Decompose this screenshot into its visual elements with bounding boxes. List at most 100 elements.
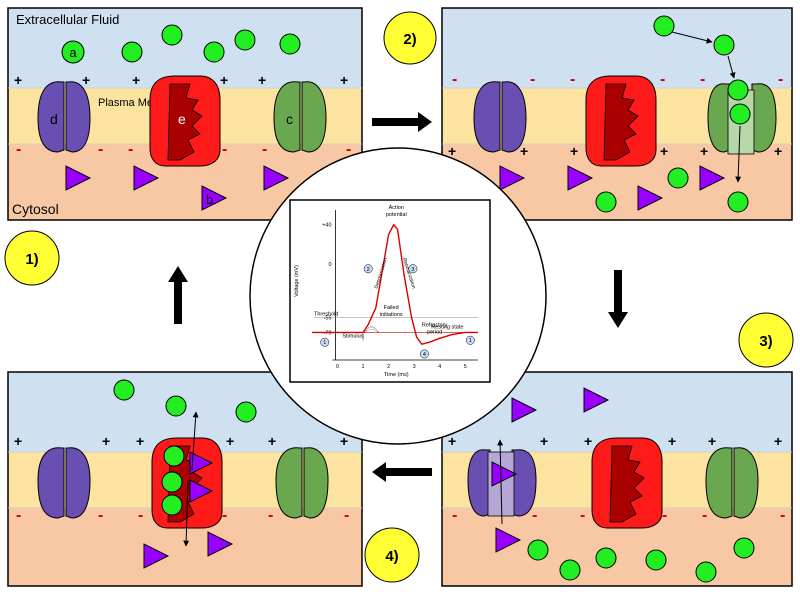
svg-text:-: - [222, 507, 227, 524]
svg-text:-: - [452, 71, 457, 88]
y-tick-label: -55 [324, 316, 332, 322]
action-potential-curve [312, 224, 478, 345]
potassium-label: b [206, 192, 213, 207]
step-badge-1: 1) [4, 230, 60, 286]
threshold-label: Threshold [314, 312, 338, 318]
charge-minus: - [128, 141, 133, 158]
phase-marker-label: 3 [411, 267, 414, 273]
svg-text:+: + [774, 433, 782, 449]
phase-marker-circle [465, 335, 475, 345]
potassium-ion [201, 185, 228, 211]
svg-text:+: + [340, 433, 348, 449]
phase-marker-label: 1 [469, 338, 472, 344]
svg-text:+: + [448, 433, 456, 449]
cytosol-label: Cytosol [12, 201, 59, 217]
svg-text:-: - [570, 71, 575, 88]
svg-text:4): 4) [385, 548, 398, 565]
panel-3: + + + + + + - - - - - - [441, 371, 793, 587]
svg-text:-: - [98, 507, 103, 524]
svg-text:+: + [102, 433, 110, 449]
arrow-down [608, 270, 628, 328]
charge-plus: + [82, 72, 90, 88]
charge-plus: + [340, 72, 348, 88]
x-tick-label: 1 [362, 364, 365, 370]
phase-marker-label: 2 [367, 267, 370, 273]
svg-text:+: + [226, 433, 234, 449]
annotation-resting-state: Resting state [431, 324, 463, 330]
panel-4: + + + + + + - - - - - - [7, 371, 363, 587]
svg-text:-: - [268, 507, 273, 524]
pump-label: e [178, 111, 186, 127]
step-badge-2: 2) [383, 11, 437, 65]
charge-plus: + [14, 72, 22, 88]
x-tick-label: 3 [413, 364, 416, 370]
x-tick-label: 2 [387, 364, 390, 370]
svg-text:-: - [530, 71, 535, 88]
potassium-ion [133, 165, 160, 191]
x-tick-label: 5 [464, 364, 467, 370]
svg-text:+: + [540, 433, 548, 449]
svg-text:+: + [570, 143, 578, 159]
sodium-ion [203, 41, 225, 63]
charge-minus: - [16, 141, 21, 158]
sodium-potassium-pump: e [149, 75, 221, 167]
panel-2: - - - - - - + + + + + + [441, 7, 793, 221]
svg-text:-: - [778, 71, 783, 88]
phase-marker-circle [320, 337, 330, 347]
arrow-up [168, 266, 188, 324]
charge-minus: - [262, 141, 267, 158]
potassium-ion [263, 165, 290, 191]
svg-text:+: + [14, 433, 22, 449]
step-badge-4: 4) [364, 527, 420, 583]
sodium-ion [279, 33, 301, 55]
na-channel-label: c [286, 111, 293, 127]
phase-marker-circle [408, 264, 418, 274]
svg-text:3): 3) [759, 333, 772, 350]
step-badge-3: 3) [738, 312, 794, 368]
sodium-ion [161, 24, 183, 46]
svg-text:-: - [532, 507, 537, 524]
charge-minus: - [98, 141, 103, 158]
potassium-channel: d [37, 81, 91, 153]
phase-marker-circle [363, 264, 373, 274]
sodium-ion [234, 29, 256, 51]
svg-text:2): 2) [403, 31, 416, 48]
failed-initiation-curve [364, 327, 379, 333]
annotation-stimulus: Stimulus [342, 333, 363, 339]
x-tick-label: 0 [336, 364, 339, 370]
svg-text:-: - [452, 507, 457, 524]
charge-plus: + [258, 72, 266, 88]
k-channel-label: d [50, 111, 58, 127]
potassium-ion [65, 165, 92, 191]
y-tick-label: +40 [322, 223, 331, 229]
svg-text:+: + [668, 433, 676, 449]
svg-text:+: + [520, 143, 528, 159]
svg-text:+: + [136, 433, 144, 449]
svg-text:-: - [662, 507, 667, 524]
svg-text:+: + [708, 433, 716, 449]
y-tick-label: 0 [328, 262, 331, 268]
charge-plus: + [132, 72, 140, 88]
svg-text:-: - [580, 507, 585, 524]
svg-text:+: + [448, 143, 456, 159]
sodium-channel: c [273, 81, 327, 153]
svg-text:-: - [780, 507, 785, 524]
phase-marker-circle [419, 349, 429, 359]
svg-text:+: + [268, 433, 276, 449]
svg-text:-: - [700, 71, 705, 88]
phase-marker-label: 1 [323, 340, 326, 346]
svg-text:+: + [584, 433, 592, 449]
y-axis-label: Voltage (mV) [294, 265, 300, 297]
chart-frame [289, 199, 491, 383]
sodium-label: a [69, 45, 77, 60]
extracellular-label: Extracellular Fluid [16, 12, 119, 27]
arrow-right [372, 112, 432, 132]
y-tick-label: -70 [324, 330, 332, 336]
svg-text:+: + [660, 143, 668, 159]
charge-minus: - [346, 141, 351, 158]
sodium-ion [121, 41, 143, 63]
